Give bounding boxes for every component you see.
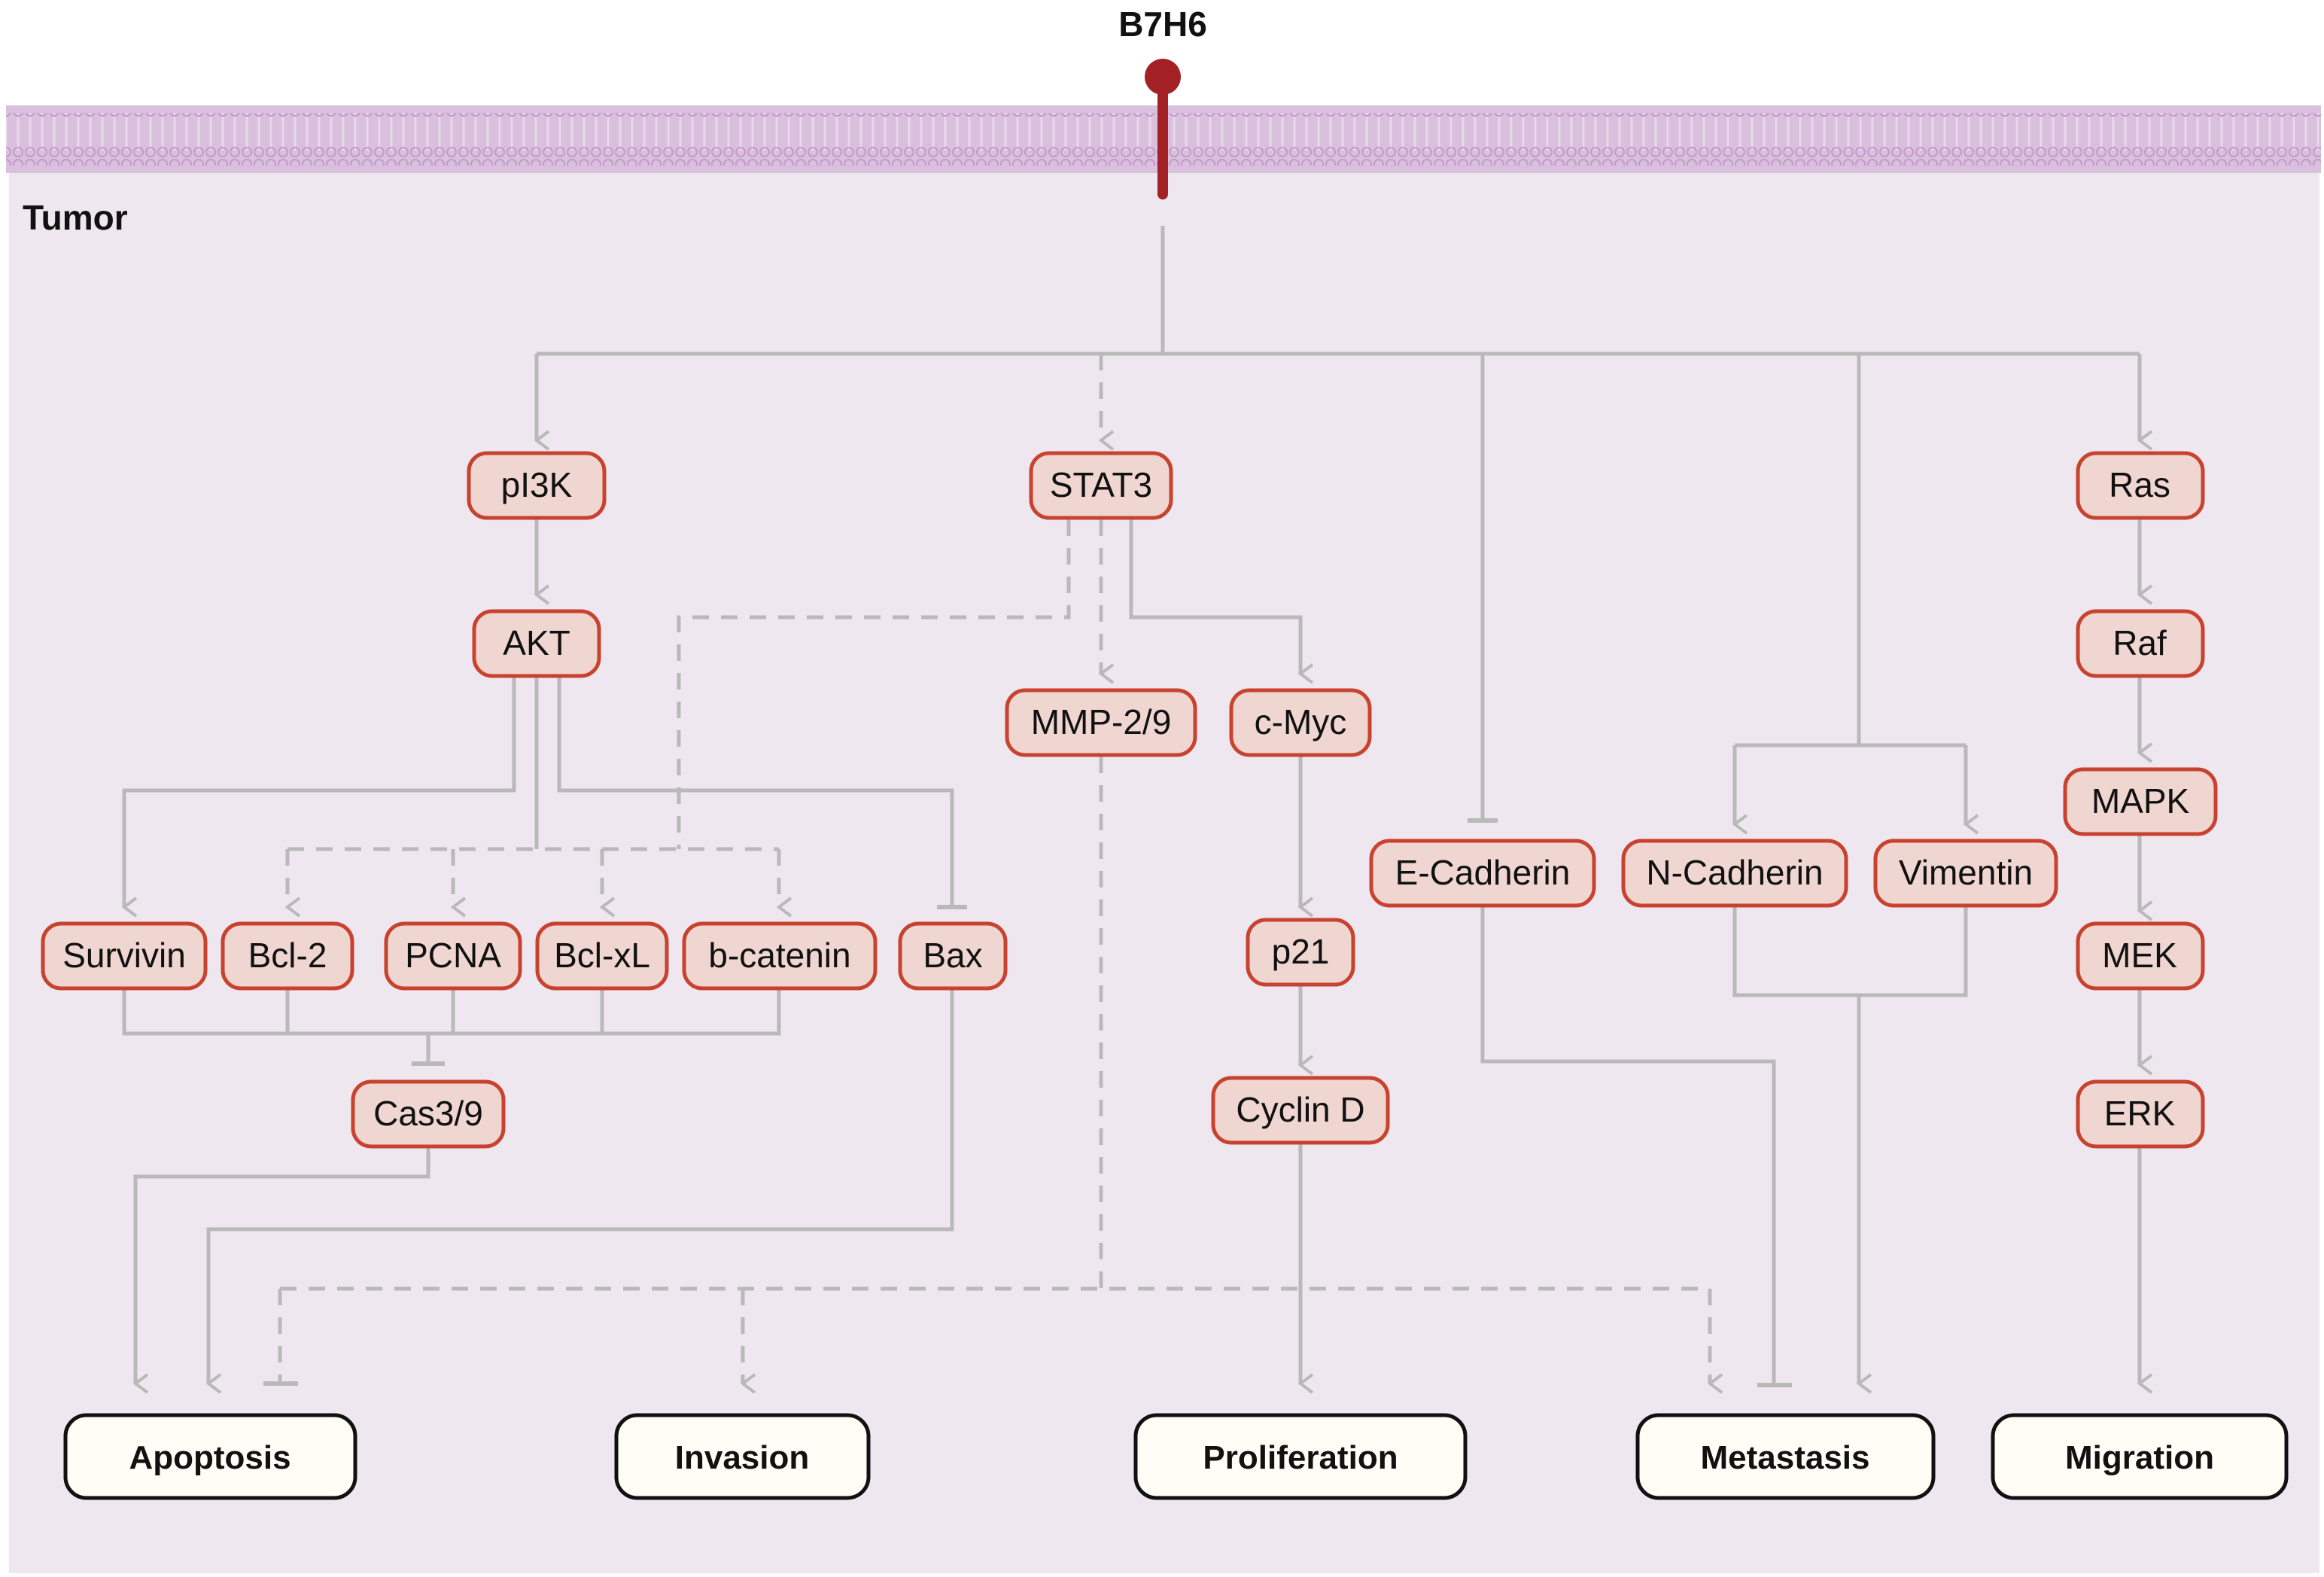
compartment-label: Tumor — [23, 198, 128, 237]
node-pi3k: pI3K — [467, 451, 607, 520]
svg-text:Proliferation: Proliferation — [1203, 1439, 1398, 1476]
node-bcl-xl: Bcl-xL — [535, 921, 669, 991]
receptor-label: B7H6 — [1118, 5, 1207, 44]
svg-text:Bcl-2: Bcl-2 — [248, 936, 327, 975]
edges — [121, 226, 2153, 1394]
outcome-proliferation: Proliferation — [1133, 1413, 1468, 1500]
svg-text:ERK: ERK — [2104, 1094, 2176, 1133]
protein-nodes: pI3K STAT3 Ras AKT Raf MMP-2/9 c-Myc MA — [41, 451, 2218, 1149]
svg-text:c-Myc: c-Myc — [1255, 702, 1347, 741]
svg-text:b-catenin: b-catenin — [708, 936, 850, 975]
svg-text:MAPK: MAPK — [2091, 781, 2190, 820]
outcome-nodes: Apoptosis Invasion Proliferation Metasta… — [63, 1413, 2289, 1500]
svg-text:Bcl-xL: Bcl-xL — [554, 936, 650, 975]
node-p21: p21 — [1246, 918, 1355, 987]
node-cyclin-d: Cyclin D — [1211, 1076, 1390, 1145]
outcome-invasion: Invasion — [614, 1413, 871, 1500]
node-cas3-9: Cas3/9 — [351, 1079, 506, 1149]
node-e-cadherin: E-Cadherin — [1369, 839, 1596, 908]
svg-text:MMP-2/9: MMP-2/9 — [1031, 702, 1172, 741]
svg-text:N-Cadherin: N-Cadherin — [1646, 853, 1823, 892]
node-stat3: STAT3 — [1029, 451, 1173, 520]
svg-text:Migration: Migration — [2065, 1439, 2214, 1476]
svg-text:Survivin: Survivin — [62, 936, 186, 975]
node-mek: MEK — [2076, 921, 2205, 991]
outcome-apoptosis: Apoptosis — [63, 1413, 357, 1500]
node-c-myc: c-Myc — [1229, 688, 1372, 757]
b7h6-receptor-head — [1145, 59, 1181, 95]
svg-text:Vimentin: Vimentin — [1899, 853, 2033, 892]
svg-text:Bax: Bax — [923, 936, 982, 975]
svg-text:MEK: MEK — [2102, 936, 2177, 975]
node-akt: AKT — [472, 609, 601, 678]
svg-text:AKT: AKT — [503, 623, 570, 662]
node-mmp-2-9: MMP-2/9 — [1005, 688, 1197, 757]
outcome-metastasis: Metastasis — [1635, 1413, 1936, 1500]
node-n-cadherin: N-Cadherin — [1621, 839, 1848, 908]
svg-text:Cyclin D: Cyclin D — [1236, 1090, 1364, 1129]
node-bax: Bax — [898, 921, 1008, 991]
node-survivin: Survivin — [41, 921, 208, 991]
svg-text:Cas3/9: Cas3/9 — [373, 1094, 483, 1133]
node-bcl-2: Bcl-2 — [221, 921, 354, 991]
svg-text:Apoptosis: Apoptosis — [129, 1439, 290, 1476]
node-erk: ERK — [2076, 1079, 2205, 1149]
svg-text:Ras: Ras — [2109, 465, 2170, 504]
node-mapk: MAPK — [2063, 767, 2218, 836]
node-b-catenin: b-catenin — [682, 921, 878, 991]
node-raf: Raf — [2076, 609, 2205, 678]
svg-text:Raf: Raf — [2113, 623, 2167, 662]
node-pcna: PCNA — [384, 921, 522, 991]
node-ras: Ras — [2076, 451, 2205, 520]
node-vimentin: Vimentin — [1873, 839, 2058, 908]
svg-text:STAT3: STAT3 — [1050, 465, 1152, 504]
svg-text:PCNA: PCNA — [405, 936, 501, 975]
svg-text:E-Cadherin: E-Cadherin — [1395, 853, 1571, 892]
outcome-migration: Migration — [1991, 1413, 2289, 1500]
svg-text:Invasion: Invasion — [675, 1439, 810, 1476]
svg-text:p21: p21 — [1272, 932, 1330, 971]
svg-text:Metastasis: Metastasis — [1700, 1439, 1869, 1476]
svg-text:pI3K: pI3K — [501, 465, 573, 504]
